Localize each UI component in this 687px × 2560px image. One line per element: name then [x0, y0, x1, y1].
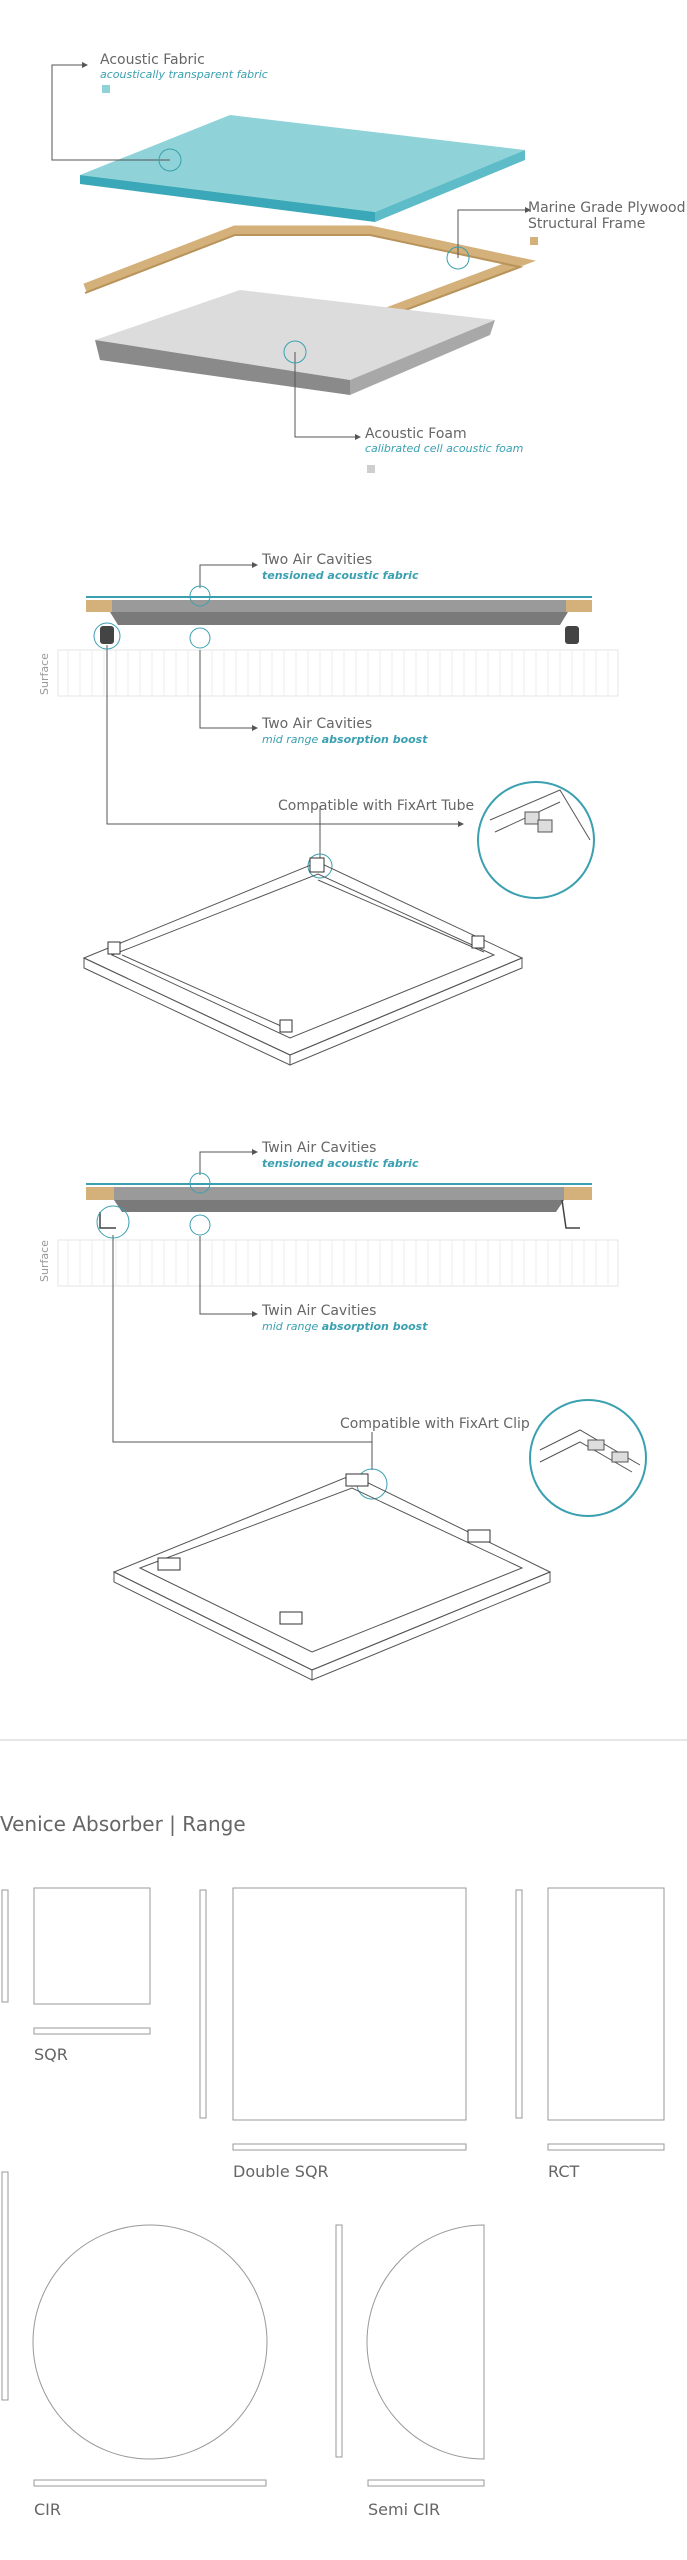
s2-bottom-sub: mid range absorption boost [262, 1320, 428, 1333]
product-cir: CIR [34, 2500, 62, 2519]
exploded-layer-diagram [51, 62, 536, 440]
s1-bottom-sub: mid range absorption boost [262, 733, 428, 746]
frame-swatch [530, 237, 538, 245]
frame-layer [83, 225, 536, 328]
s1-bottom-sub-b: absorption boost [321, 733, 428, 746]
fabric-subtitle: acoustically transparent fabric [100, 68, 268, 81]
s1-bottom-sub-a: mid range [262, 733, 319, 746]
foam-layer [95, 290, 495, 395]
rct-drawing [515, 1887, 665, 2151]
s2-bottom-sub-a: mid range [262, 1320, 319, 1333]
fabric-swatch [102, 85, 110, 93]
s2-top-label: Twin Air Cavities [262, 1140, 377, 1156]
section1-diagram [57, 562, 619, 1066]
fabric-title: Acoustic Fabric [100, 52, 205, 68]
s1-top-sub: tensioned acoustic fabric [262, 569, 419, 582]
s2-top-sub: tensioned acoustic fabric [262, 1157, 419, 1170]
s1-top-label: Two Air Cavities [262, 552, 373, 568]
surface-hatch [57, 649, 619, 697]
s2-bottom-label: Twin Air Cavities [262, 1303, 377, 1319]
cir-drawing [1, 2171, 268, 2487]
tube-brackets [100, 626, 579, 644]
sqr-drawing [1, 1887, 151, 2035]
tube-detail-zoom [489, 789, 591, 841]
range-title: Venice Absorber | Range [0, 1812, 246, 1836]
s2-bottom-sub-b: absorption boost [321, 1320, 428, 1333]
product-semi-cir: Semi CIR [368, 2500, 441, 2519]
iso-panel-2 [112, 1474, 552, 1681]
foam-swatch [367, 465, 375, 473]
clip-detail-zoom [539, 1429, 641, 1473]
s2-compat-label: Compatible with FixArt Clip [340, 1416, 530, 1432]
iso-panel-1 [82, 861, 524, 1066]
product-double-sqr: Double SQR [233, 2162, 329, 2181]
fabric-layer [80, 115, 525, 222]
frame-title-line2: Structural Frame [528, 216, 646, 232]
s1-compat-label: Compatible with FixArt Tube [278, 798, 475, 814]
semi-cir-drawing [335, 2224, 485, 2487]
frame-title-line1: Marine Grade Plywood [528, 200, 686, 216]
s1-bottom-label: Two Air Cavities [262, 716, 373, 732]
leader-lines [51, 64, 525, 438]
panel-section-2 [86, 1183, 592, 1212]
panel-section-1 [86, 596, 592, 625]
section2-diagram [57, 1149, 647, 1681]
foam-subtitle: calibrated cell acoustic foam [365, 442, 524, 455]
product-sqr: SQR [34, 2045, 68, 2064]
double-sqr-drawing [199, 1887, 467, 2151]
foam-title: Acoustic Foam [365, 426, 467, 442]
product-rct: RCT [548, 2162, 580, 2181]
